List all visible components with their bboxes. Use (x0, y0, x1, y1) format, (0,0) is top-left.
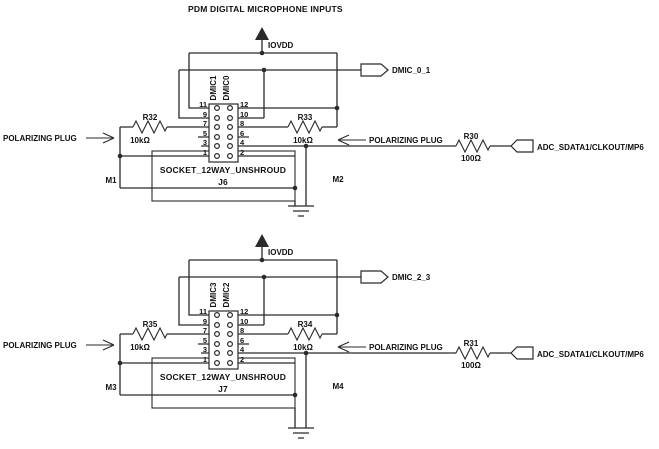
pullup-right-value: 10kΩ (293, 343, 313, 352)
pullup-left-value: 10kΩ (130, 343, 150, 352)
series-resistor-value: 100Ω (461, 361, 481, 370)
series-resistor-value: 100Ω (461, 154, 481, 163)
svg-text:2: 2 (240, 355, 244, 364)
svg-text:6: 6 (240, 336, 244, 345)
pullup-right-value: 10kΩ (293, 136, 313, 145)
svg-text:5: 5 (203, 129, 207, 138)
svg-text:10: 10 (240, 317, 248, 326)
svg-text:9: 9 (203, 317, 207, 326)
svg-text:11: 11 (199, 100, 207, 109)
pullup-right-ref: R34 (298, 320, 313, 329)
polarizing-plug-label-right: POLARIZING PLUG (369, 136, 443, 145)
mount-pin-left-label: M3 (105, 383, 117, 392)
svg-text:3: 3 (203, 345, 207, 354)
series-resistor-ref: R31 (464, 339, 479, 348)
svg-text:11: 11 (199, 307, 207, 316)
svg-text:12: 12 (240, 307, 248, 316)
socket-name-label: SOCKET_12WAY_UNSHROUD (160, 165, 286, 175)
svg-text:8: 8 (240, 326, 244, 335)
svg-text:4: 4 (240, 345, 245, 354)
mic-column-label-left: DMIC1 (209, 75, 218, 100)
mount-pin-left-label: M1 (105, 176, 117, 185)
power-net-label: IOVDD (268, 41, 294, 50)
svg-text:7: 7 (203, 119, 207, 128)
pin-numbers: 11 9 7 5 3 1 12 10 8 6 4 2 (199, 100, 248, 157)
svg-text:5: 5 (203, 336, 207, 345)
adc-port-label: ADC_SDATA1/CLKOUT/MP6 (537, 143, 644, 152)
power-net-label: IOVDD (268, 248, 294, 257)
svg-text:2: 2 (240, 148, 244, 157)
svg-text:6: 6 (240, 129, 244, 138)
svg-text:3: 3 (203, 138, 207, 147)
pin-numbers: 11 9 7 5 3 1 12 10 8 6 4 2 (199, 307, 248, 364)
svg-text:1: 1 (203, 355, 207, 364)
mic-column-label-right: DMIC2 (222, 282, 231, 307)
circuit-dmic-0-1: IOVDD DMIC_0_1 ADC_SDATA1/CLKOUT/MP6 POL… (3, 26, 644, 217)
pullup-right-ref: R33 (298, 113, 313, 122)
pullup-left-ref: R35 (143, 320, 158, 329)
polarizing-plug-label-left: POLARIZING PLUG (3, 134, 77, 143)
ground-icon (288, 353, 314, 439)
socket-name-label: SOCKET_12WAY_UNSHROUD (160, 372, 286, 382)
mic-column-label-right: DMIC0 (222, 75, 231, 100)
series-resistor-ref: R30 (464, 132, 479, 141)
socket-refdes: J7 (218, 384, 228, 394)
polarizing-plug-label-left: POLARIZING PLUG (3, 341, 77, 350)
mount-pin-right-label: M2 (332, 175, 344, 184)
pullup-left-ref: R32 (143, 113, 158, 122)
svg-text:12: 12 (240, 100, 248, 109)
svg-text:8: 8 (240, 119, 244, 128)
adc-port-label: ADC_SDATA1/CLKOUT/MP6 (537, 350, 644, 359)
svg-text:10: 10 (240, 110, 248, 119)
svg-text:4: 4 (240, 138, 245, 147)
polarizing-plug-label-right: POLARIZING PLUG (369, 343, 443, 352)
ground-icon (288, 146, 314, 217)
socket-refdes: J6 (218, 177, 228, 187)
pullup-left-value: 10kΩ (130, 136, 150, 145)
page-title: PDM DIGITAL MICROPHONE INPUTS (188, 4, 343, 14)
circuit-dmic-2-3: IOVDD DMIC_2_3 ADC_SDATA1/CLKOUT/MP6 POL… (3, 233, 644, 439)
svg-text:1: 1 (203, 148, 207, 157)
mic-column-label-left: DMIC3 (209, 282, 218, 307)
svg-text:9: 9 (203, 110, 207, 119)
dmic-port-label: DMIC_2_3 (392, 273, 431, 282)
mount-pin-right-label: M4 (332, 382, 344, 391)
svg-text:7: 7 (203, 326, 207, 335)
dmic-port-label: DMIC_0_1 (392, 66, 431, 75)
